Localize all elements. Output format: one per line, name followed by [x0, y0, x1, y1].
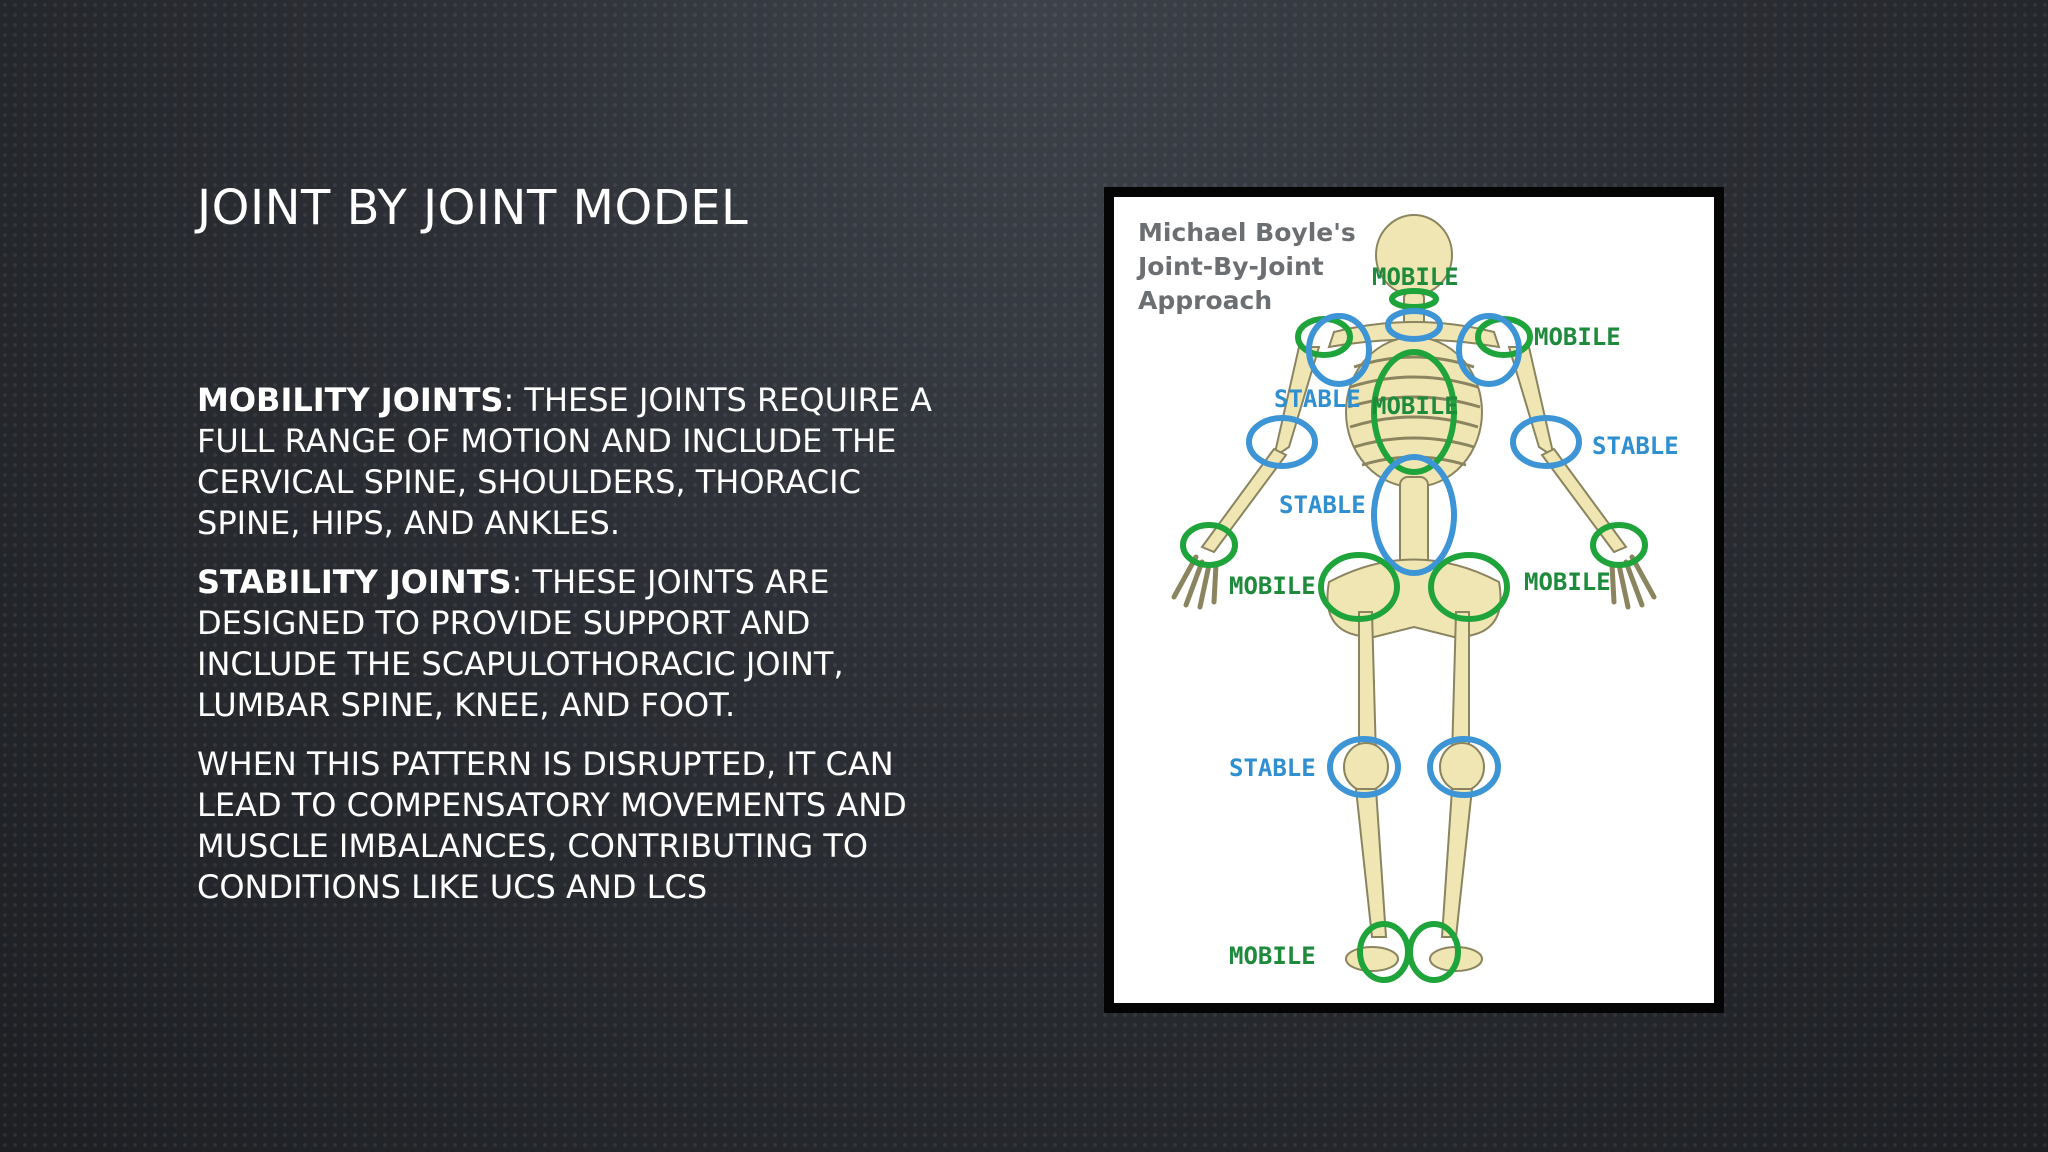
ring-right-wrist: [1590, 522, 1648, 568]
paragraph-stability-text: : These joints are designed to provide s…: [197, 563, 844, 724]
left-foot: [1345, 946, 1399, 972]
ring-right-elbow: [1510, 415, 1582, 469]
joint-rings: [1180, 288, 1648, 983]
paragraph-stability-lead: Stability joints: [197, 563, 512, 601]
label-stable-scapula: STABLE: [1274, 385, 1361, 413]
left-tibia: [1354, 788, 1388, 938]
ring-cervical: [1389, 288, 1439, 310]
ring-right-ankle: [1407, 921, 1461, 983]
paragraph-mobility: Mobility joints: These joints require a …: [197, 380, 957, 544]
joint-labels: MOBILE MOBILE STABLE MOBILE STABLE STABL…: [1229, 263, 1679, 970]
caption-line-3: Approach: [1138, 286, 1272, 315]
label-mobile-hip-left: MOBILE: [1229, 572, 1316, 600]
ring-right-knee: [1427, 736, 1501, 798]
skeleton-figure: Michael Boyle's Joint-By-Joint Approach: [1104, 187, 1724, 1013]
skeleton-figure-canvas: Michael Boyle's Joint-By-Joint Approach: [1114, 197, 1714, 1003]
ring-left-knee: [1327, 736, 1401, 798]
paragraph-disruption-text: When this pattern is disrupted, it can l…: [197, 745, 907, 906]
ring-left-scapula: [1306, 313, 1372, 387]
ring-left-hip: [1318, 552, 1400, 622]
ring-left-elbow: [1246, 415, 1318, 469]
right-femur: [1450, 611, 1470, 758]
label-stable-knee: STABLE: [1229, 754, 1316, 782]
label-stable-lumbar: STABLE: [1279, 491, 1366, 519]
paragraph-mobility-lead: Mobility joints: [197, 381, 504, 419]
label-mobile-shoulder: MOBILE: [1534, 323, 1621, 351]
ring-right-hip: [1428, 552, 1510, 622]
slide-title: Joint by Joint Model: [197, 180, 749, 236]
slide-body: Mobility joints: These joints require a …: [197, 380, 957, 926]
skeleton-diagram: Michael Boyle's Joint-By-Joint Approach: [1136, 214, 1679, 983]
label-mobile-hip-right: MOBILE: [1524, 568, 1611, 596]
paragraph-disruption: When this pattern is disrupted, it can l…: [197, 744, 957, 908]
ring-thoracic: [1371, 349, 1457, 475]
left-knee: [1343, 742, 1389, 792]
label-mobile-cervical: MOBILE: [1372, 263, 1459, 291]
caption-line-2: Joint-By-Joint: [1136, 252, 1324, 281]
right-tibia: [1440, 788, 1474, 938]
label-mobile-thoracic: MOBILE: [1372, 392, 1459, 420]
paragraph-mobility-text: : These joints require a full range of m…: [197, 381, 932, 542]
paragraph-stability: Stability joints: These joints are desig…: [197, 562, 957, 726]
label-mobile-ankle: MOBILE: [1229, 942, 1316, 970]
ring-left-wrist: [1180, 522, 1238, 568]
ring-lumbar: [1371, 454, 1457, 576]
caption-line-1: Michael Boyle's: [1138, 218, 1356, 247]
ring-upper-spine: [1385, 308, 1443, 342]
ring-right-scapula: [1456, 313, 1522, 387]
left-femur: [1358, 611, 1378, 758]
label-stable-elbow: STABLE: [1592, 432, 1679, 460]
right-knee: [1439, 742, 1485, 792]
